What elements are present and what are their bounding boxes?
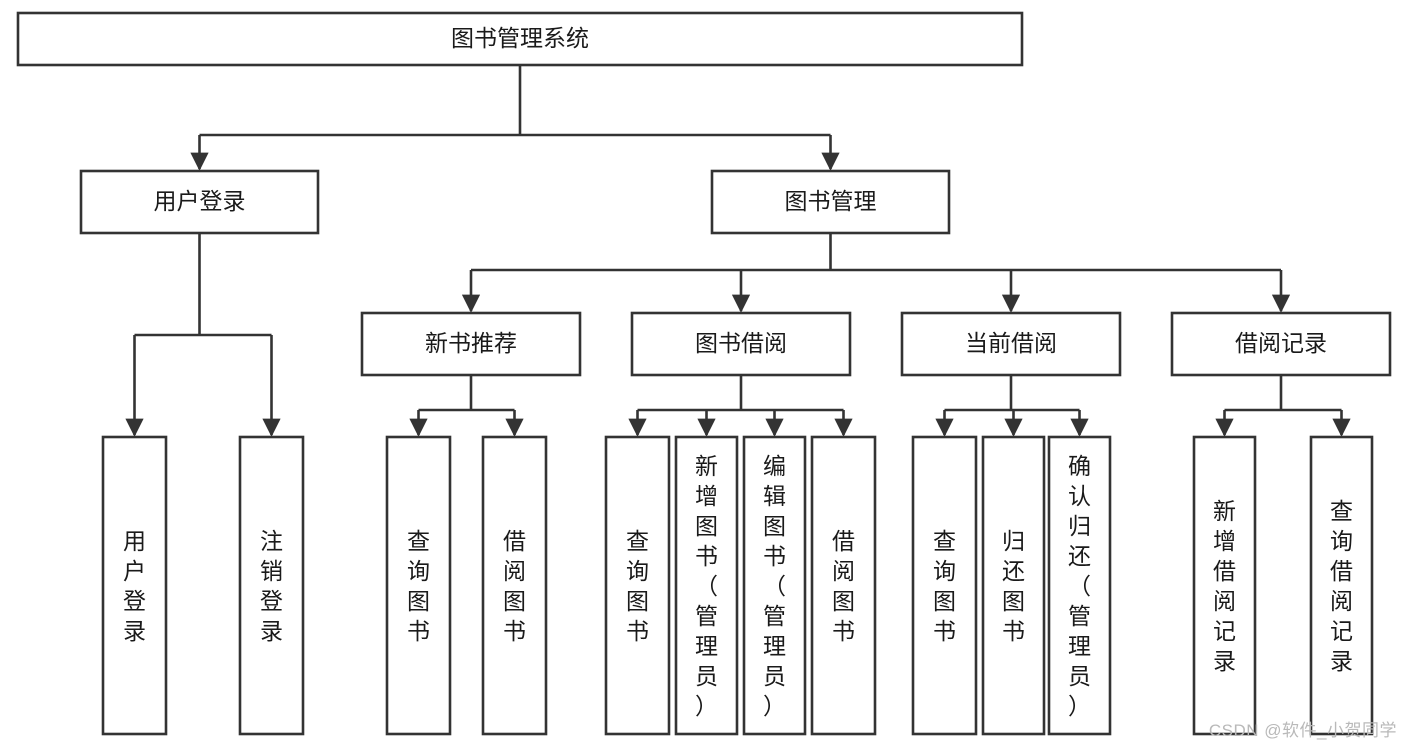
node-leaf-edit-book-box[interactable] [742, 435, 807, 736]
node-leaf-add-book-box[interactable] [674, 435, 739, 736]
node-图书管理系统-root-box[interactable] [16, 11, 1024, 67]
node-leaf-query-book-1[interactable]: 查询图书 [385, 435, 452, 736]
node-user-login-label: 用户登录 [154, 188, 246, 214]
node-book-manage-label: 图书管理 [785, 188, 877, 214]
node-leaf-query-record[interactable]: 查询借阅记录 [1309, 435, 1374, 736]
node-图书管理系统-root[interactable]: 图书管理系统 [16, 11, 1024, 67]
node-leaf-query-book-2[interactable]: 查询图书 [604, 435, 671, 736]
node-leaf-logout[interactable]: 注销登录 [238, 435, 305, 736]
node-new-book-recommend[interactable]: 新书推荐 [360, 311, 582, 377]
node-new-book-recommend-box[interactable] [360, 311, 582, 377]
node-leaf-borrow-book-2-box[interactable] [810, 435, 877, 736]
node-leaf-query-book-2-label: 查询图书 [626, 528, 649, 644]
node-leaf-borrow-book-2[interactable]: 借阅图书 [810, 435, 877, 736]
node-user-login[interactable]: 用户登录 [79, 169, 320, 235]
node-book-borrow-box[interactable] [630, 311, 852, 377]
node-leaf-return-book-box[interactable] [981, 435, 1046, 736]
node-leaf-add-book-label: 新增图书（管理员） [695, 453, 718, 719]
node-leaf-add-record[interactable]: 新增借阅记录 [1192, 435, 1257, 736]
node-leaf-user-login[interactable]: 用户登录 [101, 435, 168, 736]
node-leaf-add-book[interactable]: 新增图书（管理员） [674, 435, 739, 736]
node-leaf-query-book-3[interactable]: 查询图书 [911, 435, 978, 736]
node-borrow-record-label: 借阅记录 [1235, 330, 1327, 356]
node-leaf-logout-box[interactable] [238, 435, 305, 736]
node-book-manage-box[interactable] [710, 169, 951, 235]
node-new-book-recommend-label: 新书推荐 [425, 330, 517, 356]
node-leaf-add-record-box[interactable] [1192, 435, 1257, 736]
node-图书管理系统-root-label: 图书管理系统 [451, 25, 589, 51]
node-leaf-confirm-return-label: 确认归还（管理员） [1068, 453, 1091, 719]
node-book-borrow[interactable]: 图书借阅 [630, 311, 852, 377]
node-book-borrow-label: 图书借阅 [695, 330, 787, 356]
node-boxes: 图书管理系统用户登录图书管理新书推荐图书借阅当前借阅借阅记录用户登录注销登录查询… [16, 11, 1392, 736]
node-leaf-edit-book-label: 编辑图书（管理员） [763, 453, 786, 719]
node-leaf-user-login-label: 用户登录 [123, 528, 146, 644]
node-leaf-query-record-label: 查询借阅记录 [1330, 498, 1353, 674]
node-leaf-confirm-return-box[interactable] [1047, 435, 1112, 736]
node-leaf-borrow-book-1[interactable]: 借阅图书 [481, 435, 548, 736]
node-leaf-return-book-label: 归还图书 [1002, 528, 1025, 644]
node-leaf-borrow-book-1-box[interactable] [481, 435, 548, 736]
node-leaf-query-book-2-box[interactable] [604, 435, 671, 736]
node-book-manage[interactable]: 图书管理 [710, 169, 951, 235]
node-current-borrow[interactable]: 当前借阅 [900, 311, 1122, 377]
connector-edges [125, 65, 1351, 437]
node-leaf-borrow-book-2-label: 借阅图书 [832, 528, 855, 644]
node-leaf-query-book-1-label: 查询图书 [407, 528, 430, 644]
node-leaf-return-book[interactable]: 归还图书 [981, 435, 1046, 736]
node-leaf-confirm-return[interactable]: 确认归还（管理员） [1047, 435, 1112, 736]
node-leaf-query-book-3-box[interactable] [911, 435, 978, 736]
node-leaf-logout-label: 注销登录 [260, 528, 283, 644]
node-borrow-record-box[interactable] [1170, 311, 1392, 377]
node-leaf-query-book-1-box[interactable] [385, 435, 452, 736]
node-leaf-query-book-3-label: 查询图书 [933, 528, 956, 644]
node-leaf-query-record-box[interactable] [1309, 435, 1374, 736]
node-leaf-borrow-book-1-label: 借阅图书 [503, 528, 526, 644]
node-borrow-record[interactable]: 借阅记录 [1170, 311, 1392, 377]
node-leaf-edit-book[interactable]: 编辑图书（管理员） [742, 435, 807, 736]
node-leaf-user-login-box[interactable] [101, 435, 168, 736]
node-user-login-box[interactable] [79, 169, 320, 235]
node-current-borrow-label: 当前借阅 [965, 330, 1057, 356]
csdn-watermark: CSDN @软件_小贺同学 [1208, 721, 1397, 740]
node-current-borrow-box[interactable] [900, 311, 1122, 377]
node-leaf-add-record-label: 新增借阅记录 [1213, 498, 1236, 674]
